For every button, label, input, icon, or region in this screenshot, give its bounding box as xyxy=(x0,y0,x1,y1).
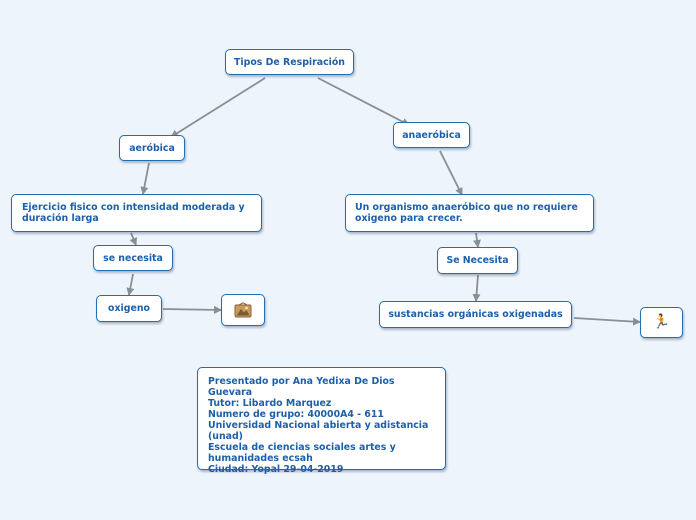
credits-line-city-date: Ciudad: Yopal 29-04-2019 xyxy=(208,464,344,475)
credits-line-school: Escuela de ciencias sociales artes y hum… xyxy=(208,442,396,464)
connector-sustancias-image xyxy=(573,317,641,326)
aerobic-description-node[interactable]: Ejercicio fisico con intensidad moderada… xyxy=(11,194,262,232)
connector-anaerobic-description-necesita xyxy=(473,232,481,248)
organic-substances-label: sustancias orgánicas oxigenadas xyxy=(388,309,563,320)
credits-line-group: Numero de grupo: 40000A4 - 611 xyxy=(208,409,384,420)
credits-line-university: Universidad Nacional abierta y adistanci… xyxy=(208,420,429,442)
aerobic-connector-label: se necesita xyxy=(103,252,163,264)
mountain-picture-icon xyxy=(234,302,252,318)
oxygen-node[interactable]: oxigeno xyxy=(96,295,162,322)
connector-anaerobic-description xyxy=(439,150,463,196)
anaerobic-description-text: Un organismo anaeróbico que no requiere … xyxy=(355,202,578,224)
aerobic-description-text: Ejercicio fisico con intensidad moderada… xyxy=(22,202,245,224)
root-node-label: Tipos De Respiración xyxy=(234,56,345,68)
anaerobic-connector-node[interactable]: Se Necesita xyxy=(437,247,518,274)
connector-oxigeno-image xyxy=(162,305,222,314)
runner-icon: 🏃 xyxy=(652,314,671,330)
anaerobic-connector-label: Se Necesita xyxy=(446,255,509,266)
credits-line-presenter: Presentado por Ana Yedixa De Dios Guevar… xyxy=(208,376,395,398)
anaerobic-node[interactable]: anaeróbica xyxy=(393,122,470,148)
credits-line-tutor: Tutor: Libardo Marquez xyxy=(208,398,332,409)
oxygen-node-label: oxigeno xyxy=(108,303,150,314)
aerobic-connector-node[interactable]: se necesita xyxy=(93,245,173,271)
credits-node[interactable]: Presentado por Ana Yedixa De Dios Guevar… xyxy=(197,367,446,475)
connector-aerobic-description-necesita xyxy=(129,232,137,246)
aerobic-image-node[interactable] xyxy=(221,294,265,326)
aerobic-node-label: aeróbica xyxy=(129,142,175,154)
connector-necesita-oxigeno xyxy=(126,273,135,296)
anaerobic-description-node[interactable]: Un organismo anaeróbico que no requiere … xyxy=(345,194,594,232)
connector-root-aerobic xyxy=(170,77,266,138)
connector-root-anaerobic xyxy=(317,77,410,126)
root-node[interactable]: Tipos De Respiración xyxy=(225,49,354,75)
organic-substances-node[interactable]: sustancias orgánicas oxigenadas xyxy=(379,301,572,328)
connector-necesita-sustancias xyxy=(472,274,481,302)
connector-aerobic-description xyxy=(140,162,150,195)
anaerobic-node-label: anaeróbica xyxy=(402,129,461,141)
aerobic-node[interactable]: aeróbica xyxy=(119,135,185,161)
anaerobic-image-node[interactable]: 🏃 xyxy=(640,307,683,338)
